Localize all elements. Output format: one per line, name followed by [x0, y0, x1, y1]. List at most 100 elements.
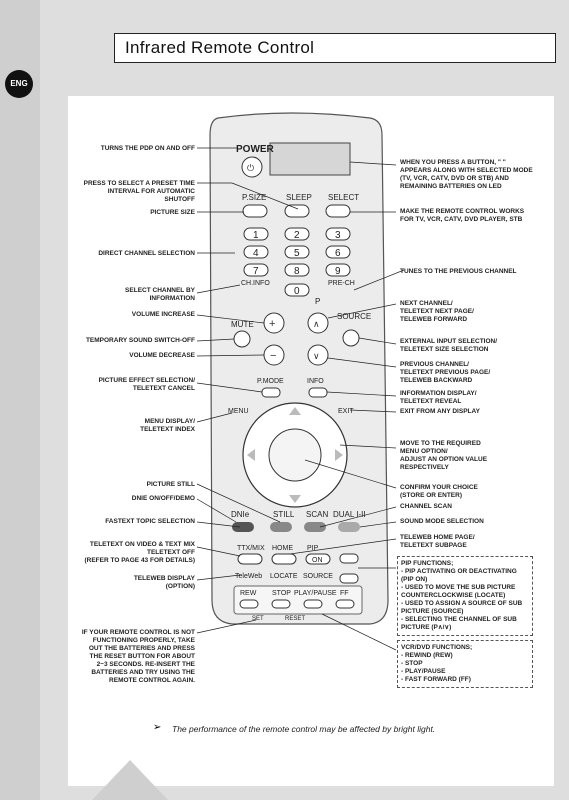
- left-margin-strip: [0, 0, 40, 800]
- svg-text:⏻: ⏻: [247, 163, 254, 173]
- vcr-functions-box: VCR/DVD FUNCTIONS;- REWIND (REW)- STOP- …: [397, 640, 533, 688]
- nav-right-arrow: [335, 449, 343, 461]
- on-label: ON: [312, 557, 323, 564]
- pip-ch-up-button: [339, 553, 359, 564]
- pip-on-button: [305, 553, 331, 565]
- left-callout-label: TEMPORARY SOUND SWITCH-OFF: [85, 337, 195, 344]
- info-button: [308, 387, 328, 398]
- sleep-label: SLEEP: [286, 193, 312, 202]
- right-callout-label: EXTERNAL INPUT SELECTION/TELETEXT SIZE S…: [400, 338, 498, 353]
- left-callout-label: FASTEXT TOPIC SELECTION: [105, 518, 195, 525]
- scan-label: SCAN: [306, 510, 328, 519]
- still-button: [270, 522, 292, 532]
- title-box: Infrared Remote Control: [114, 33, 556, 63]
- left-leader-lines: [196, 147, 299, 634]
- prech-label: PRE-CH: [328, 280, 355, 287]
- pmode-button: [261, 387, 281, 398]
- dual-label: DUAL I-II: [333, 510, 366, 519]
- right-leader-lines: [289, 161, 405, 651]
- dnie-button: [232, 522, 254, 532]
- right-callout-label: NEXT CHANNEL/TELETEXT NEXT PAGE/TELEWEB …: [400, 300, 474, 323]
- left-callout-label: MENU DISPLAY/TELETEXT INDEX: [140, 418, 195, 433]
- digit-label-0: 0: [294, 286, 300, 297]
- stop-button: [271, 599, 291, 609]
- svg-text:∧: ∧: [313, 319, 320, 329]
- page-title: Infrared Remote Control: [125, 38, 315, 57]
- left-callout-label: DNIe ON/OFF/DEMO: [131, 495, 195, 502]
- still-label: STILL: [273, 510, 295, 519]
- power-label: POWER: [236, 144, 275, 155]
- pointer-arrow-icon: ➢: [153, 722, 162, 733]
- pip-functions-box: PIP FUNCTIONS;- PIP ACTIVATING OR DEACTI…: [397, 556, 533, 636]
- pip-label: PIP: [307, 545, 319, 552]
- vcr-functions-text: VCR/DVD FUNCTIONS;- REWIND (REW)- STOP- …: [401, 644, 473, 683]
- digit-button-1: [243, 227, 269, 241]
- right-callout-label: PREVIOUS CHANNEL/TELETEXT PREVIOUS PAGE/…: [400, 361, 491, 384]
- rew-label: REW: [240, 590, 257, 597]
- rew-button: [239, 599, 259, 609]
- locate-label: LOCATE: [270, 573, 298, 580]
- left-callout-label: PICTURE STILL: [146, 481, 195, 488]
- set-label: SET: [252, 616, 264, 622]
- ff-label: FF: [340, 590, 349, 597]
- svg-text:∨: ∨: [313, 351, 320, 361]
- language-badge: ENG: [5, 70, 33, 98]
- source2-label: SOURCE: [303, 573, 333, 580]
- dnie-label: DNIe: [231, 510, 250, 519]
- svg-text:−: −: [270, 350, 276, 362]
- info-label: INFO: [307, 378, 324, 385]
- digit-button-7: [243, 263, 269, 277]
- channel-down-button: [307, 344, 329, 366]
- digit-label-1: 1: [253, 230, 259, 241]
- ff-button: [335, 599, 355, 609]
- left-callout-label: TELEWEB DISPLAY(OPTION): [133, 575, 195, 590]
- right-callout-label: WHEN YOU PRESS A BUTTON, " "APPEARS ALON…: [400, 159, 533, 190]
- pip-ch-down-button: [339, 573, 359, 584]
- chinfo-label: CH.INFO: [241, 280, 270, 287]
- digit-label-4: 4: [253, 248, 259, 259]
- right-callout-label: EXIT FROM ANY DISPLAY: [400, 408, 480, 415]
- ttx-mix-button: [237, 553, 263, 565]
- footnote: The performance of the remote control ma…: [172, 724, 436, 734]
- left-callout-label: PICTURE EFFECT SELECTION/TELETEXT CANCEL: [98, 377, 195, 392]
- digit-button-6: [325, 245, 351, 259]
- right-callout-label: SOUND MODE SELECTION: [400, 518, 484, 525]
- source-button: [342, 329, 360, 347]
- right-callout-label: CONFIRM YOUR CHOICE(STORE OR ENTER): [400, 484, 478, 499]
- pip-functions-text: PIP FUNCTIONS;- PIP ACTIVATING OR DEACTI…: [401, 560, 523, 631]
- right-callout-label: CHANNEL SCAN: [400, 503, 452, 510]
- digit-button-4: [243, 245, 269, 259]
- channel-up-button: [307, 312, 329, 334]
- stop-label: STOP: [272, 590, 291, 597]
- source-label: SOURCE: [337, 312, 371, 321]
- power-button: [241, 156, 263, 178]
- digit-label-2: 2: [294, 230, 300, 241]
- pmode-label: P.MODE: [257, 378, 284, 385]
- menu-label: MENU: [228, 408, 249, 415]
- exit-label: EXIT: [338, 408, 354, 415]
- digit-label-9: 9: [335, 266, 341, 277]
- digit-button-8: [284, 263, 310, 277]
- home-button: [271, 553, 297, 565]
- left-callout-label: DIRECT CHANNEL SELECTION: [98, 250, 195, 257]
- psize-label: P.SIZE: [242, 193, 266, 202]
- dual-button: [338, 522, 360, 532]
- right-callout-label: INFORMATION DISPLAY/TELETEXT REVEAL: [400, 390, 477, 405]
- lcd-display: [269, 142, 351, 176]
- digit-label-5: 5: [294, 248, 300, 259]
- mute-button: [233, 330, 251, 348]
- digit-label-6: 6: [335, 248, 341, 259]
- digit-button-9: [325, 263, 351, 277]
- right-callout-label: TELEWEB HOME PAGE/TELETEXT SUBPAGE: [400, 534, 475, 549]
- digit-button-3: [325, 227, 351, 241]
- left-callout-label: VOLUME INCREASE: [131, 311, 195, 318]
- remote-body: [209, 112, 389, 625]
- reset-label: RESET: [285, 616, 305, 622]
- select-label: SELECT: [328, 193, 359, 202]
- left-callout-label: TURNS THE PDP ON AND OFF: [100, 145, 195, 152]
